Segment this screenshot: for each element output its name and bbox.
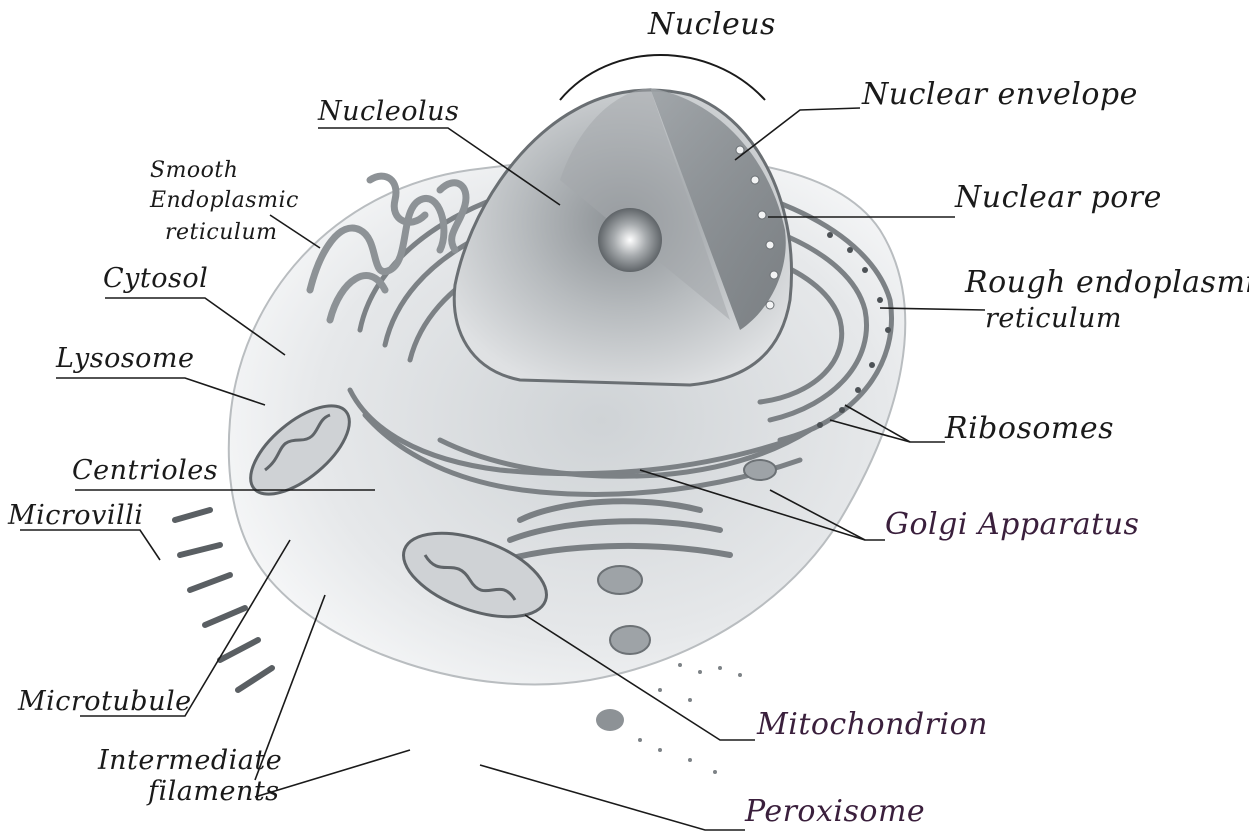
nucleolus (598, 208, 662, 272)
label-peroxisome: Peroxisome (745, 797, 925, 827)
label-smooth-er-line2: Endoplasmic (150, 190, 299, 212)
label-nuclear-pore: Nuclear pore (955, 183, 1162, 213)
label-nucleolus: Nucleolus (318, 98, 459, 125)
label-centrioles: Centrioles (72, 457, 218, 484)
label-cytosol: Cytosol (103, 265, 208, 292)
label-nuclear-envelope: Nuclear envelope (862, 80, 1138, 110)
label-golgi-apparatus: Golgi Apparatus (885, 510, 1139, 540)
label-smooth-er-line3: reticulum (165, 222, 277, 244)
label-intermediate-line2: filaments (148, 778, 280, 805)
scatter-dots (638, 663, 742, 774)
label-nucleus: Nucleus (648, 10, 776, 40)
label-ribosomes: Ribosomes (945, 414, 1114, 444)
label-intermediate-line1: Intermediate (98, 747, 282, 774)
peroxisome (596, 709, 624, 731)
label-smooth-er-line1: Smooth (150, 160, 238, 182)
label-mitochondrion: Mitochondrion (757, 710, 988, 740)
label-microvilli: Microvilli (8, 502, 143, 529)
label-rough-er-line2: reticulum (985, 305, 1122, 332)
label-rough-er-line1: Rough endoplasmic (965, 268, 1249, 298)
label-microtubule: Microtubule (18, 688, 192, 715)
label-lysosome: Lysosome (56, 345, 195, 372)
